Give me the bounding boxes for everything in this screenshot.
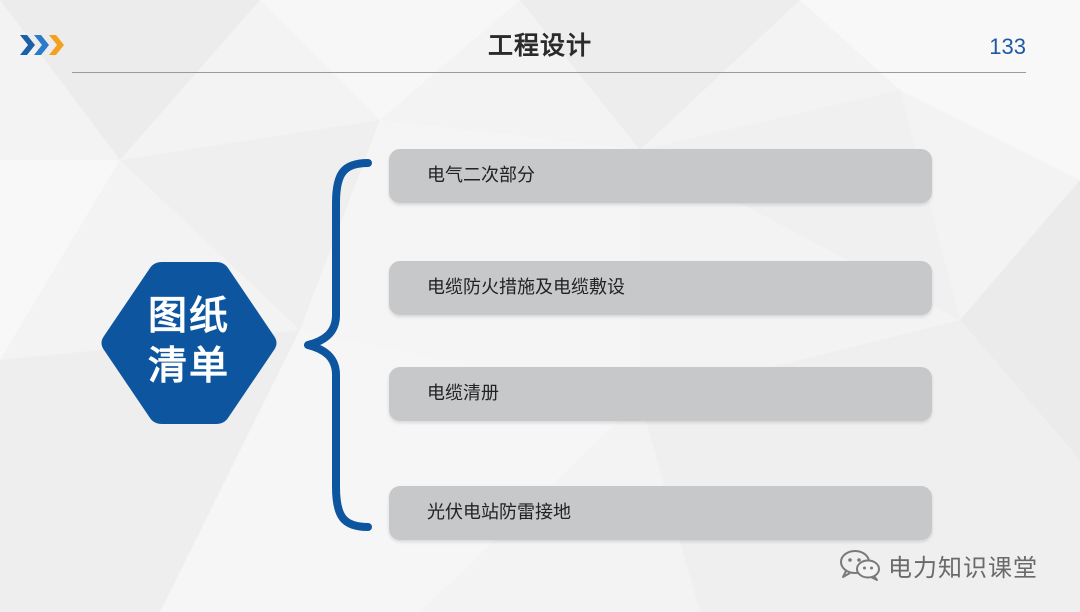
list-item: 光伏电站防雷接地 — [389, 486, 932, 540]
list-item-label: 光伏电站防雷接地 — [427, 502, 571, 523]
page-title: 工程设计 — [487, 31, 592, 60]
list-item: 电气二次部分 — [389, 149, 932, 203]
badge-line-1: 图纸 — [147, 294, 230, 339]
badge-line-2: 清单 — [147, 344, 230, 389]
chevrons-icon — [20, 35, 64, 55]
wechat-icon — [840, 550, 880, 581]
list-item: 电缆清册 — [389, 367, 932, 421]
badge-label: 图纸 清单 — [98, 292, 280, 392]
list-item: 电缆防火措施及电缆敷设 — [389, 261, 932, 315]
page-number: 133 — [989, 34, 1026, 59]
hexagon-badge — [101, 262, 277, 424]
list-item-label: 电缆防火措施及电缆敷设 — [427, 277, 625, 298]
watermark: 电力知识课堂 — [838, 548, 1038, 582]
list-item-label: 电气二次部分 — [427, 165, 535, 186]
header-divider — [72, 72, 1026, 73]
watermark-text: 电力知识课堂 — [888, 553, 1038, 582]
curly-brace — [304, 159, 372, 531]
list-item-label: 电缆清册 — [427, 383, 499, 404]
